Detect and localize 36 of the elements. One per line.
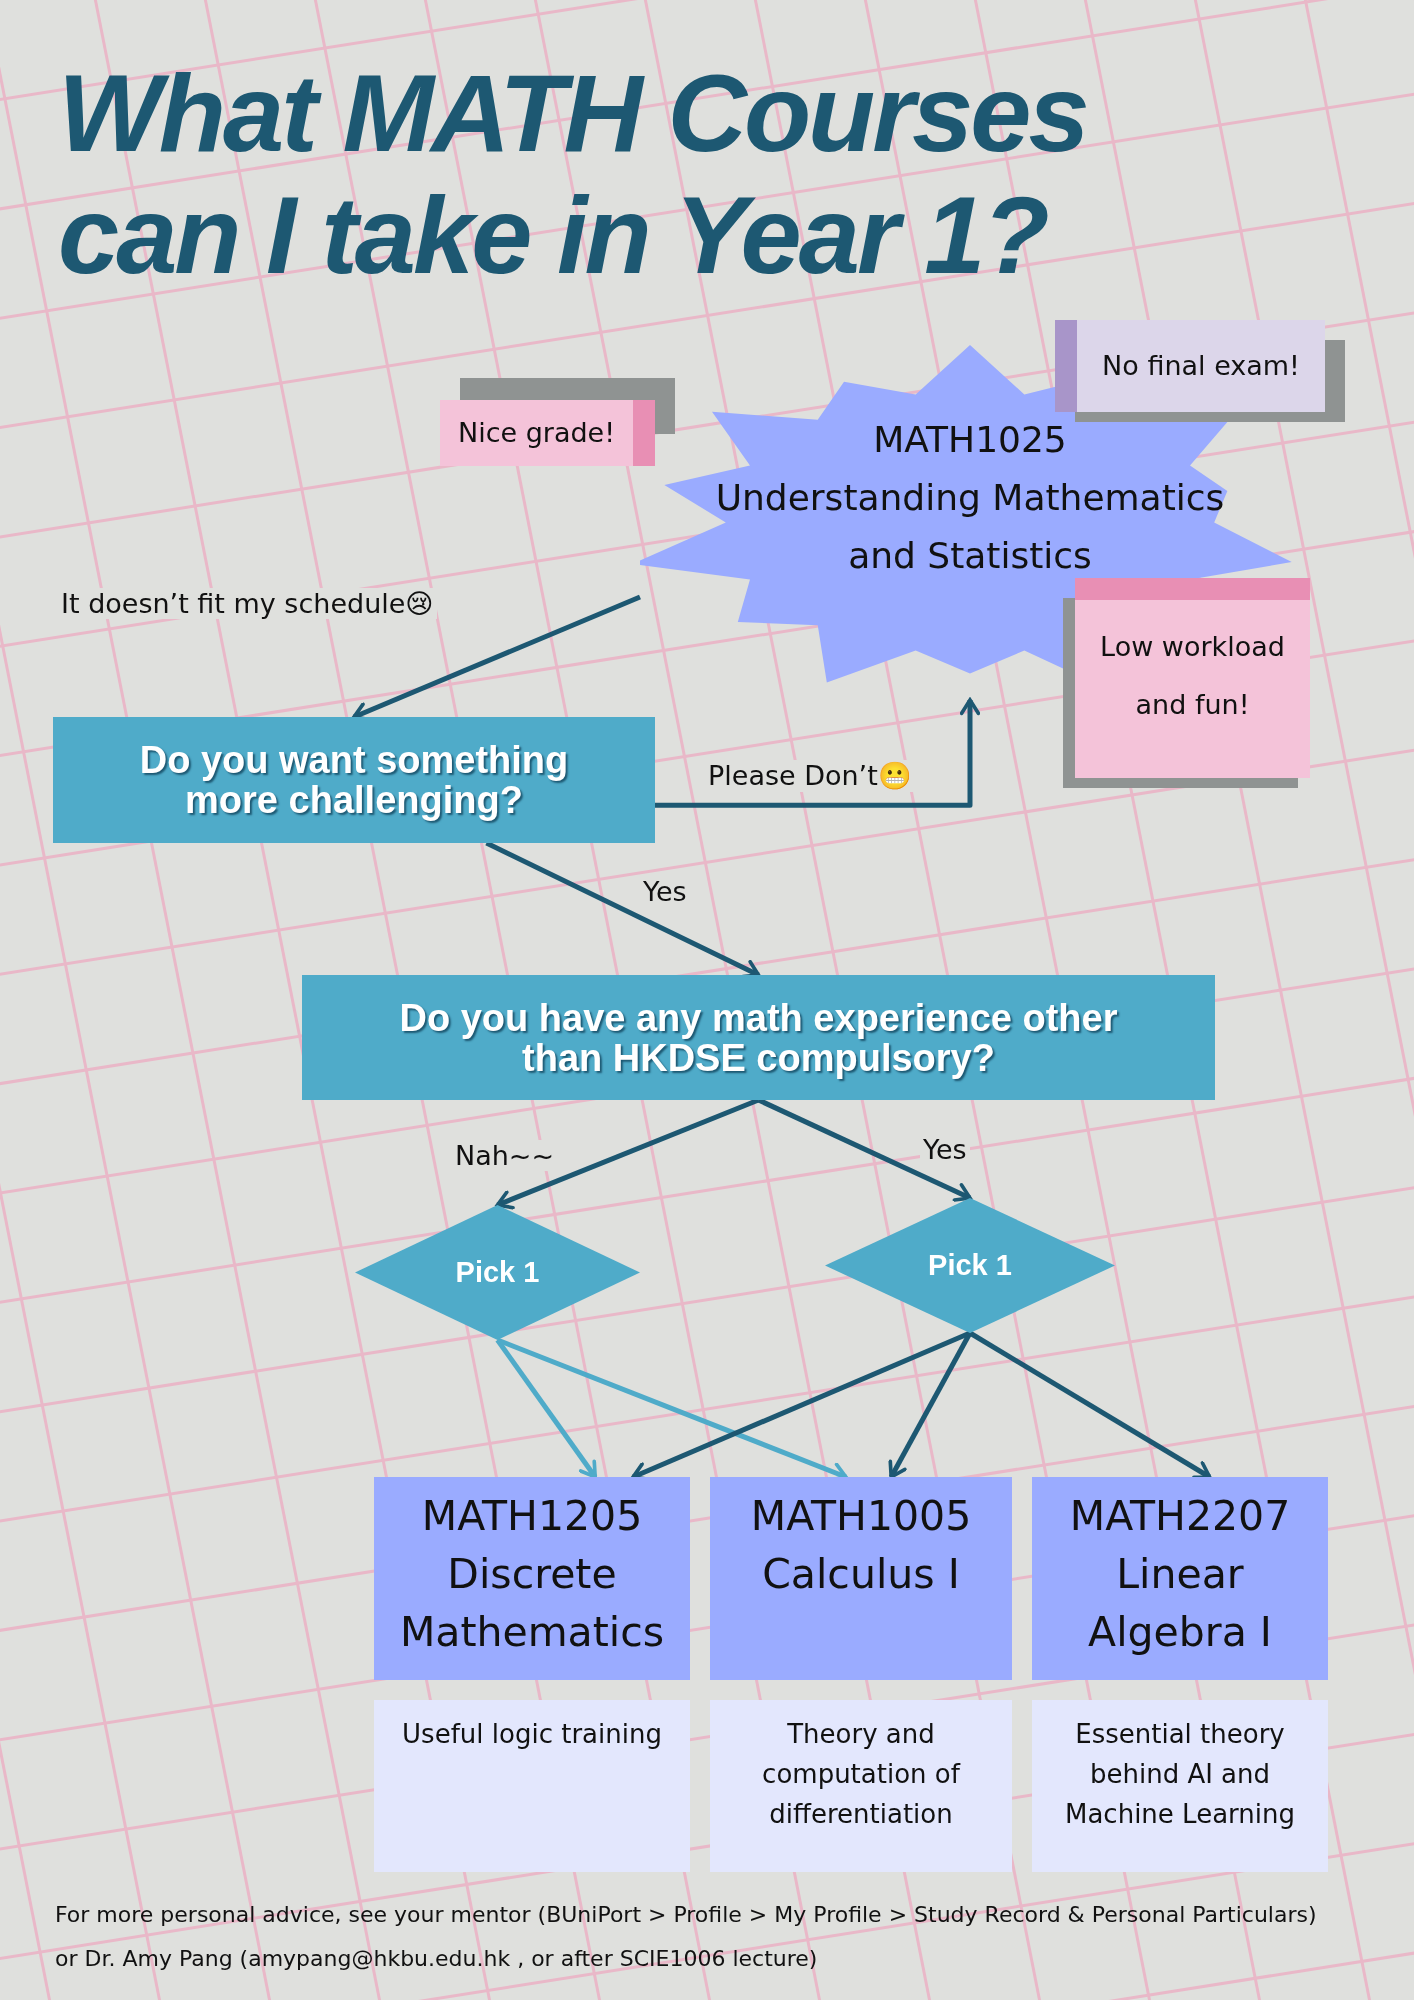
arrow <box>655 698 981 808</box>
course-code: MATH1025 <box>873 417 1067 462</box>
course-title: Calculus I <box>761 1549 961 1600</box>
description-box <box>710 1700 1012 1872</box>
arrow <box>757 1097 972 1202</box>
arrow <box>968 1330 1212 1480</box>
sticky-note <box>440 400 655 466</box>
note-text: No final exam! <box>1102 349 1300 383</box>
decision-text: Pick 1 <box>455 1256 540 1289</box>
arrow <box>495 1097 760 1210</box>
question-text: Do you have any math experience other than HKDSE compulsory? <box>398 997 1119 1078</box>
question-box <box>53 717 655 843</box>
sticky-note <box>1055 320 1325 412</box>
course-title: Understanding Mathematics and Statistics <box>714 475 1226 578</box>
question-text: Do you want something more challenging? <box>138 740 570 820</box>
course-code: MATH1205 <box>420 1491 644 1542</box>
question-box <box>302 975 1215 1100</box>
course-box <box>710 1477 1012 1680</box>
course-title: Discrete Mathematics <box>398 1549 666 1658</box>
course-code: MATH2207 <box>1068 1491 1292 1542</box>
description-text: Essential theory behind AI and Machine Learning <box>1064 1718 1296 1831</box>
description-box <box>374 1700 690 1872</box>
arrow <box>495 1338 598 1479</box>
course-box <box>1032 1477 1328 1680</box>
note-text: Low workload and fun! <box>1099 630 1286 722</box>
footer-note: For more personal advice, see your mentor (BUniPort > Profile > My Profile > Study Record & Personal Particulars) or Dr. Amy Pang (amypang@hkbu.edu.hk , or after SCIE1006 lecture) <box>55 1901 1318 1973</box>
note-text: Nice grade! <box>457 416 616 450</box>
title: What MATH Courses can I take in Year 1? <box>58 52 1088 296</box>
description-box <box>1032 1700 1328 1872</box>
decision-text: Pick 1 <box>928 1249 1012 1282</box>
course-title: Linear Algebra I <box>1087 1549 1273 1658</box>
course-code: MATH1005 <box>749 1491 973 1542</box>
sticky-note <box>1075 578 1310 778</box>
description-text: Useful logic training <box>402 1718 662 1751</box>
course-box <box>374 1477 690 1680</box>
description-text: Theory and computation of differentiation <box>761 1718 962 1831</box>
